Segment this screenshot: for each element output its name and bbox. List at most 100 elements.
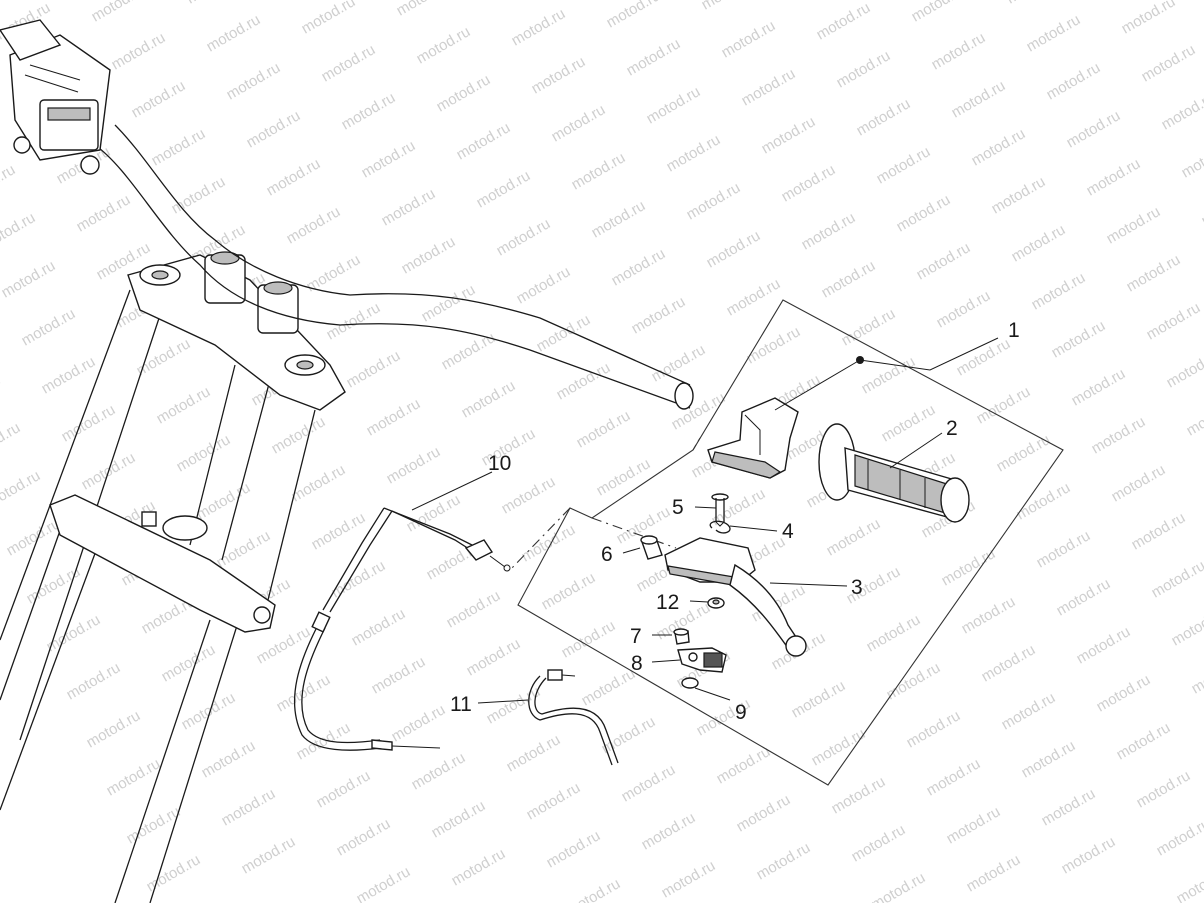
- watermark-text: motod.ru: [944, 803, 1004, 847]
- watermark-text: motod.ru: [474, 167, 534, 211]
- watermark-text: motod.ru: [459, 377, 519, 421]
- watermark-text: motod.ru: [564, 875, 624, 903]
- watermark-text: motod.ru: [924, 755, 984, 799]
- watermark-text: motod.ru: [169, 173, 229, 217]
- watermark-text: motod.ru: [714, 743, 774, 787]
- watermark-text: motod.ru: [994, 431, 1054, 475]
- watermark-text: motod.ru: [739, 65, 799, 109]
- watermark-text: motod.ru: [429, 797, 489, 841]
- callout-12: 12: [656, 591, 679, 614]
- watermark-text: motod.ru: [1069, 365, 1129, 409]
- watermark-text: motod.ru: [394, 0, 454, 19]
- watermark-text: motod.ru: [704, 227, 764, 271]
- brake-master-cylinder: [0, 19, 111, 175]
- watermark-text: motod.ru: [0, 209, 38, 253]
- watermark-text: motod.ru: [724, 275, 784, 319]
- watermark-text: motod.ru: [884, 659, 944, 703]
- watermark-text: motod.ru: [869, 869, 929, 903]
- watermark-text: motod.ru: [24, 563, 84, 607]
- watermark-text: motod.ru: [214, 527, 274, 571]
- watermark-text: motod.ru: [514, 263, 574, 307]
- watermark-text: motod.ru: [379, 185, 439, 229]
- watermark-text: motod.ru: [949, 77, 1009, 121]
- callout-11: 11: [450, 693, 472, 716]
- watermark-text: motod.ru: [819, 257, 879, 301]
- callout-1: 1: [1008, 319, 1020, 342]
- watermark-text: motod.ru: [969, 125, 1029, 169]
- watermark-text: motod.ru: [454, 119, 514, 163]
- watermark-text: motod.ru: [1024, 11, 1084, 55]
- watermark-text: motod.ru: [909, 0, 969, 25]
- watermark-text: motod.ru: [349, 605, 409, 649]
- watermark-text: motod.ru: [1174, 863, 1204, 903]
- watermark-text: motod.ru: [999, 689, 1059, 733]
- watermark-text: motod.ru: [854, 95, 914, 139]
- watermark-text: motod.ru: [1149, 557, 1204, 601]
- watermark-text: motod.ru: [619, 761, 679, 805]
- watermark-text: motod.ru: [1034, 527, 1094, 571]
- watermark-text: motod.ru: [104, 755, 164, 799]
- watermark-text: motod.ru: [604, 0, 664, 31]
- watermark-text: motod.ru: [904, 707, 964, 751]
- watermark-text: motod.ru: [1004, 0, 1064, 7]
- watermark-text: motod.ru: [639, 809, 699, 853]
- watermark-text: motod.ru: [974, 383, 1034, 427]
- watermark-text: motod.ru: [194, 479, 254, 523]
- watermark-text: motod.ru: [0, 419, 23, 463]
- watermark-text: motod.ru: [199, 737, 259, 781]
- handlebar: [94, 124, 694, 410]
- watermark-text: motod.ru: [144, 851, 204, 895]
- watermark-text: motod.ru: [1124, 251, 1184, 295]
- watermark-text: motod.ru: [369, 653, 429, 697]
- watermark-text: motod.ru: [684, 179, 744, 223]
- watermark-text: motod.ru: [129, 77, 189, 121]
- callout-6: 6: [601, 543, 613, 566]
- watermark-text: motod.ru: [894, 191, 954, 235]
- watermark-text: motod.ru: [864, 611, 924, 655]
- watermark-text: motod.ru: [179, 689, 239, 733]
- switch-wire: [528, 669, 619, 766]
- watermark-text: motod.ru: [629, 293, 689, 337]
- watermark-text: motod.ru: [1154, 815, 1204, 859]
- watermark-text: motod.ru: [929, 29, 989, 73]
- watermark-text: motod.ru: [434, 71, 494, 115]
- watermark-text: motod.ru: [74, 191, 134, 235]
- switch-cap: [673, 628, 690, 645]
- watermark-text: motod.ru: [569, 149, 629, 193]
- clutch-cable: [293, 507, 511, 751]
- watermark-text: motod.ru: [719, 17, 779, 61]
- watermark-text: motod.ru: [1089, 413, 1149, 457]
- watermark-text: motod.ru: [1049, 317, 1109, 361]
- watermark-text: motod.ru: [644, 83, 704, 127]
- watermark-text: motod.ru: [874, 143, 934, 187]
- watermark-text: motod.ru: [1114, 719, 1174, 763]
- watermark-text: motod.ru: [109, 29, 169, 73]
- watermark-text: motod.ru: [549, 101, 609, 145]
- watermark-text: motod.ru: [364, 395, 424, 439]
- watermark-text: motod.ru: [414, 23, 474, 67]
- watermark-text: motod.ru: [574, 407, 634, 451]
- callout-5: 5: [672, 496, 684, 519]
- watermark-text: motod.ru: [89, 0, 149, 25]
- watermark-text: motod.ru: [779, 161, 839, 205]
- watermark-text: motod.ru: [554, 359, 614, 403]
- watermark-text: motod.ru: [1169, 605, 1204, 649]
- watermark-text: motod.ru: [954, 335, 1014, 379]
- watermark-text: motod.ru: [1199, 185, 1204, 229]
- watermark-text: motod.ru: [204, 11, 264, 55]
- watermark-text: motod.ru: [914, 239, 974, 283]
- watermark-text: motod.ru: [489, 0, 549, 1]
- watermark-text: motod.ru: [754, 839, 814, 883]
- watermark-text: motod.ru: [184, 0, 244, 7]
- watermark-text: motod.ru: [84, 707, 144, 751]
- watermark-text: motod.ru: [439, 329, 499, 373]
- callout-9: 9: [735, 701, 747, 724]
- watermark-text: motod.ru: [449, 845, 509, 889]
- watermark-text: motod.ru: [444, 587, 504, 631]
- watermark-text: motod.ru: [809, 725, 869, 769]
- watermark-text: motod.ru: [409, 749, 469, 793]
- watermark-text: motod.ru: [1144, 299, 1204, 343]
- watermark-text: motod.ru: [1139, 41, 1199, 85]
- watermark-text: motod.ru: [544, 827, 604, 871]
